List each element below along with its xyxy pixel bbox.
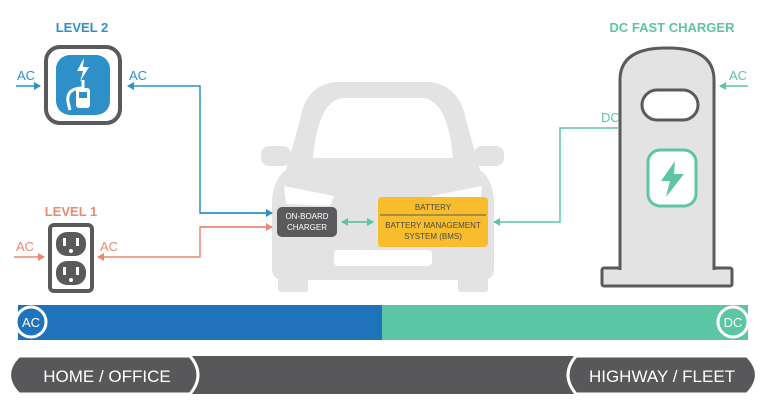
home-office-segment [8, 354, 200, 396]
highway-fleet-label: HIGHWAY / FLEET [589, 367, 735, 386]
dc-to-battery-line [493, 127, 618, 226]
right-mirror [474, 146, 504, 166]
dc-input-label: AC [729, 68, 747, 83]
right-wheel [458, 278, 488, 292]
wall-outlet-icon [48, 223, 94, 293]
level1-title: LEVEL 1 [45, 204, 98, 219]
level1-to-charger-line [97, 226, 272, 261]
level2-title: LEVEL 2 [56, 20, 109, 35]
bms-label-line1: BATTERY MANAGEMENT [385, 221, 481, 230]
on-board-label-line1: ON-BOARD [285, 212, 328, 221]
grille [334, 250, 432, 266]
windshield [313, 98, 453, 158]
lightning-bolt-icon [661, 161, 684, 197]
ac-badge-label: AC [22, 315, 40, 330]
on-board-charger-box: ON-BOARD CHARGER [277, 207, 337, 237]
level1-output-label: AC [100, 239, 118, 254]
battery-label: BATTERY [415, 203, 452, 212]
ac-bar [18, 305, 382, 340]
dc-fast-title: DC FAST CHARGER [610, 20, 736, 35]
bms-label-line2: SYSTEM (BMS) [404, 232, 462, 241]
dc-charging-station-icon [600, 46, 734, 288]
dc-bar [382, 305, 748, 340]
lightning-bolt-icon [77, 58, 89, 82]
level2-input-label: AC [17, 68, 35, 83]
ev-wallbox-charger-icon [44, 45, 122, 125]
battery-bms-box: BATTERY BATTERY MANAGEMENT SYSTEM (BMS) [378, 197, 488, 247]
dc-badge [716, 305, 750, 339]
dc-output-label: DC [601, 110, 620, 125]
level1-input-label: AC [16, 239, 34, 254]
highway-fleet-segment [566, 354, 758, 396]
on-board-label-line2: CHARGER [287, 223, 327, 232]
left-mirror [261, 146, 291, 166]
left-wheel [278, 278, 308, 292]
dc-badge-label: DC [724, 315, 743, 330]
level2-to-charger-line [127, 82, 272, 214]
bottom-bar [18, 356, 748, 394]
car-front-icon [261, 82, 504, 292]
home-office-label: HOME / OFFICE [43, 367, 171, 386]
left-headlight [284, 186, 334, 206]
level2-output-label: AC [129, 68, 147, 83]
ac-badge [14, 305, 48, 339]
